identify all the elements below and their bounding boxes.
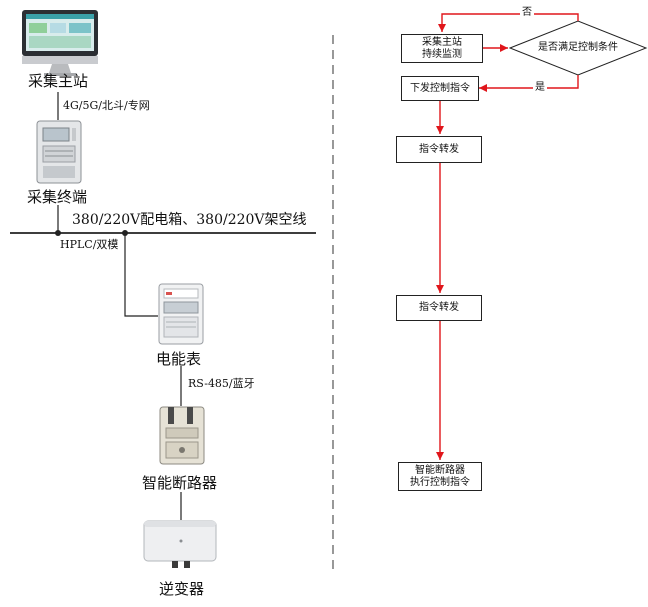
node-execute-line1: 智能断路器 xyxy=(415,464,465,476)
node-forward-1-line1: 指令转发 xyxy=(419,143,459,155)
yes-label: 是 xyxy=(533,82,547,94)
link-label-station-terminal: 4G/5G/北斗/专网 xyxy=(63,99,150,112)
monitor-icon xyxy=(22,10,98,76)
decision-diamond xyxy=(508,20,648,76)
node-monitor-line1: 采集主站 xyxy=(422,36,462,48)
station-label: 采集主站 xyxy=(28,72,89,90)
meter-label: 电能表 xyxy=(156,350,202,368)
inverter-label: 逆变器 xyxy=(159,580,205,598)
node-execute: 智能断路器 执行控制指令 xyxy=(398,462,482,491)
node-monitor-line2: 持续监测 xyxy=(422,48,462,60)
decision-label: 是否满足控制条件 xyxy=(538,42,618,53)
bus-node-terminal xyxy=(55,230,61,236)
bus-label: 380/220V配电箱、380/220V架空线 xyxy=(72,212,307,228)
breaker-label: 智能断路器 xyxy=(142,474,218,492)
arrow-no-loop xyxy=(438,13,579,32)
link-label-meter-breaker: RS-485/蓝牙 xyxy=(188,377,255,390)
smart-breaker-icon xyxy=(159,406,205,465)
node-forward-2: 指令转发 xyxy=(396,295,482,321)
link-bus-meter xyxy=(124,233,158,317)
no-label: 否 xyxy=(520,7,534,19)
node-forward-2-line1: 指令转发 xyxy=(419,302,459,313)
node-forward-1: 指令转发 xyxy=(396,136,482,163)
terminal-label: 采集终端 xyxy=(27,188,88,206)
node-issue: 下发控制指令 xyxy=(401,76,479,101)
collection-terminal-icon xyxy=(36,120,82,184)
inverter-icon xyxy=(143,520,217,568)
node-issue-line1: 下发控制指令 xyxy=(410,82,470,94)
link-label-bus-meter: HPLC/双模 xyxy=(60,238,119,251)
arrow-yes xyxy=(479,75,579,92)
node-monitor: 采集主站 持续监测 xyxy=(401,34,483,63)
node-execute-line2: 执行控制指令 xyxy=(410,476,470,488)
electric-meter-icon xyxy=(158,283,204,345)
